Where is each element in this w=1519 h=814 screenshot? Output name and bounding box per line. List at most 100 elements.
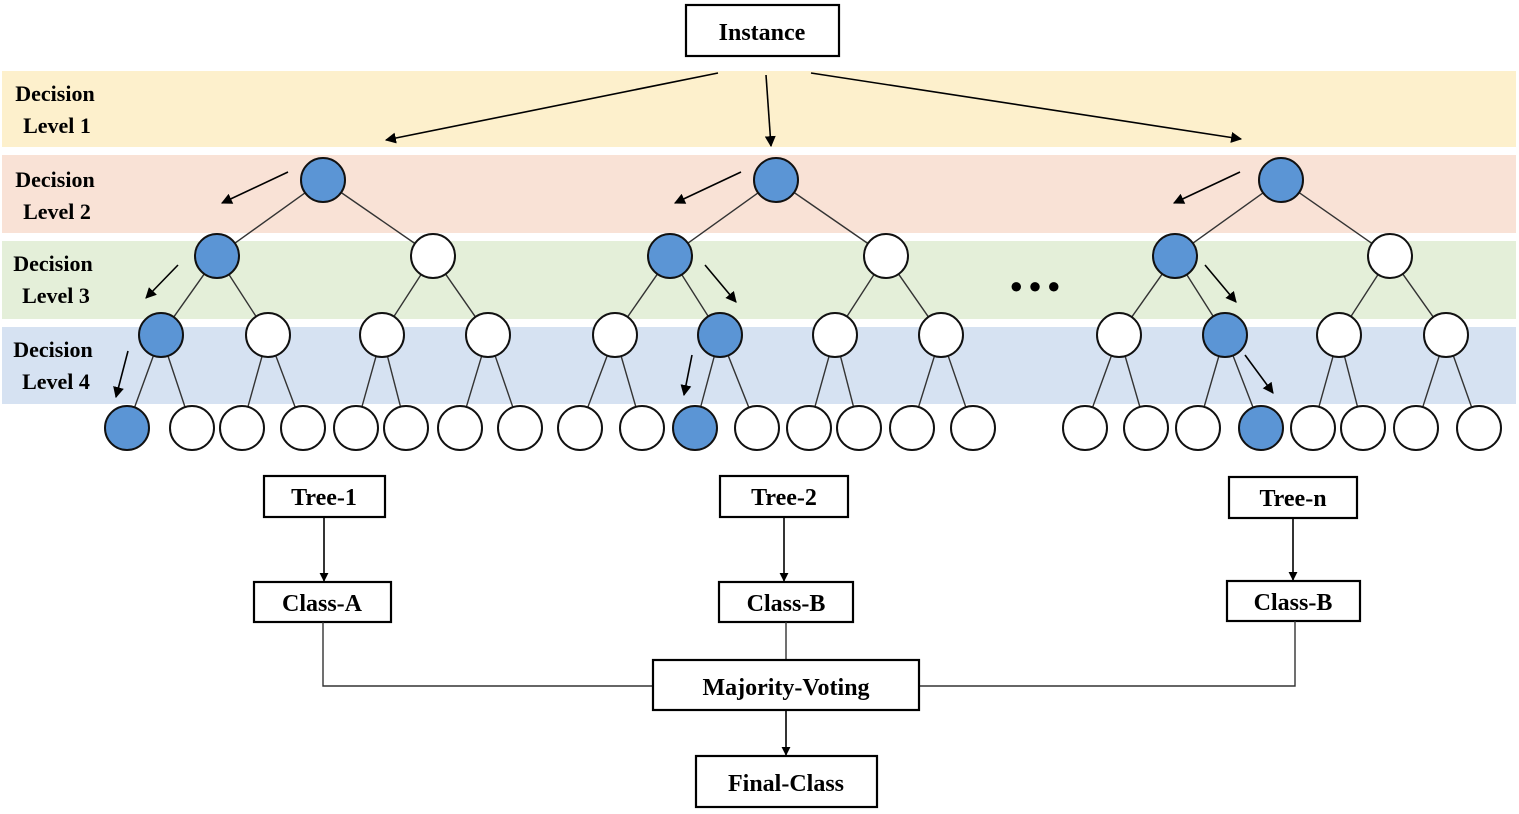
tree-2-edge [947,355,967,408]
tree-2-label: Tree-2 [751,485,817,511]
tree-2-node-level-3 [647,233,693,279]
class-a-label: Class-A [282,591,363,617]
tree-n-leaf-node [1238,405,1284,451]
tree-1-path-arrow [113,350,129,399]
tree-1-node-level-3 [410,233,456,279]
tree-2-root-node [753,157,799,203]
class-n-to-voting-line [919,621,1296,687]
tree-1-edge [247,355,263,408]
tree-n-edge [1318,355,1334,408]
tree-1-path-arrow [221,171,289,204]
level-2-label-line2: Level 2 [23,199,91,224]
more-trees-ellipsis: ● ● ● [1010,273,1061,298]
tree-2-edge [846,274,875,317]
tree-2-edge [793,191,869,245]
tree-2-box [718,474,850,519]
tree-1-leaf-node [383,405,429,451]
tree-2-edge [917,355,936,408]
tree-n-edge [1350,274,1379,317]
tree-n-edge [1091,355,1113,408]
tree-2-path-arrow [704,264,737,303]
tree-n-edge [1402,273,1434,318]
tree-n-leaf-node [1290,405,1336,451]
tree-edges [133,191,1473,408]
tree-n-leaf-node [1340,405,1386,451]
tree-2-leaf-node [734,405,780,451]
tree-2-edge [814,355,830,408]
tree-n-leaf-node [1062,405,1108,451]
tree-2-node-level-4 [697,312,743,358]
tree-2-node-level-3 [863,233,909,279]
tree-n-edge [1298,192,1373,244]
final-class-box [694,754,879,809]
class-a-box [252,580,393,624]
tree-2-edge [727,355,750,408]
class-b-box-tree-2 [717,580,855,624]
tree-n-label: Tree-n [1259,486,1326,512]
tree-n-leaf-node [1456,405,1502,451]
tree-1-edge [133,355,155,408]
tree-2-node-level-4 [592,312,638,358]
tree-1-edge [444,273,477,318]
tree-1-edge [228,274,257,317]
level-1-label-line2: Level 1 [23,113,91,138]
tree-n-root-node [1258,157,1304,203]
class-a-to-voting-line [322,622,653,687]
tree-n-path-arrow [1244,354,1274,394]
tree-1-edge [386,356,402,407]
tree-2-leaf-node [619,405,665,451]
class-b-label-tree-n: Class-B [1254,590,1333,616]
tree-1-node-level-4 [359,312,405,358]
tree-2-leaf-node [889,405,935,451]
tree-n-path-arrow [1204,264,1237,303]
final-class-label: Final-Class [728,771,844,797]
tree-1-edge [234,192,306,244]
tree-1-node-level-3 [194,233,240,279]
tree-2-leaf-node [672,405,718,451]
tree-1-leaf-node [169,405,215,451]
tree-n-leaf-node [1175,405,1221,451]
tree-1-path-arrow [145,264,179,299]
band-level-1 [2,71,1516,147]
tree-n-edge [1452,355,1473,408]
tree-n-edge [1422,355,1440,408]
tree-1-leaf-node [497,405,543,451]
tree-2-edge [626,273,659,318]
tree-n-node-level-3 [1152,233,1198,279]
instance-label: Instance [719,20,806,46]
majority-voting-box [651,658,921,712]
tree-n-node-level-3 [1367,233,1413,279]
tree-1-leaf-node [219,405,265,451]
class-b-label-tree-2: Class-B [747,591,826,617]
tree-1-edge [465,355,483,408]
tree-1-label: Tree-1 [291,485,357,511]
tree-2-node-level-4 [812,312,858,358]
tree-1-root-node [300,157,346,203]
tree-1-leaf-node [437,405,483,451]
band-level-3 [2,241,1516,319]
tree-1-edge [340,191,416,245]
instance-box [684,3,841,58]
level-1-label-line1: Decision [15,81,94,106]
tree-n-leaf-node [1393,405,1439,451]
tree-2-path-arrow [680,354,693,397]
level-4-label-line2: Level 4 [22,369,90,394]
tree-n-edge [1124,355,1141,408]
tree-1-node-level-4 [245,312,291,358]
tree-2-leaf-node [836,405,882,451]
level-2-label-line1: Decision [15,167,94,192]
tree-1-node-level-4 [465,312,511,358]
tree-2-edge [587,355,608,408]
tree-n-leaf-node [1123,405,1169,451]
tree-2-edge [839,356,855,407]
tree-n-edge [1203,355,1220,408]
tree-1-edge [393,274,422,317]
tree-2-edge [620,355,637,408]
tree-2-edge [681,274,709,317]
tree-2-node-level-4 [918,312,964,358]
tree-n-box [1227,475,1359,520]
tree-n-edge [1192,192,1264,244]
tree-2-leaf-node [786,405,832,451]
tree-n-node-level-4 [1423,312,1469,358]
tree-n-edge [1131,273,1163,318]
